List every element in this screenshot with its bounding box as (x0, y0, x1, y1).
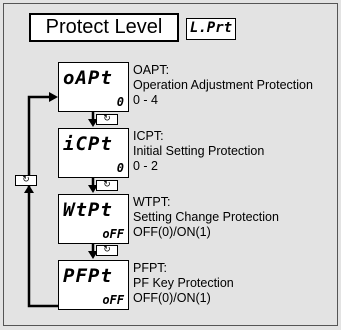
param-description-pfpt: PFPT: PF Key Protection OFF(0)/ON(1) (133, 261, 234, 306)
param-display-wtpt: WtPt oFF (58, 194, 129, 244)
param-name: Setting Change Protection (133, 210, 279, 224)
param-value: oFF (102, 227, 124, 241)
param-abbr: WTPT: (133, 195, 171, 209)
param-code: iCPt (63, 133, 113, 155)
mode-key-icon: ↻ (96, 180, 118, 191)
param-range: 0 - 4 (133, 93, 159, 107)
step-arrowhead-3 (88, 251, 98, 259)
param-code: WtPt (63, 199, 113, 221)
param-name: Initial Setting Protection (133, 144, 265, 158)
param-range: OFF(0)/ON(1) (133, 291, 211, 305)
param-description-oapt: OAPT: Operation Adjustment Protection 0 … (133, 63, 313, 108)
page-title: Protect Level (29, 13, 179, 42)
param-value: 0 (116, 161, 124, 175)
title-code-badge: L.Prt (186, 18, 236, 40)
param-abbr: OAPT: (133, 63, 170, 77)
param-abbr: ICPT: (133, 129, 164, 143)
mode-key-icon: ↻ (96, 114, 118, 125)
param-value: oFF (102, 293, 124, 307)
mode-key-icon: ↻ (15, 175, 37, 186)
param-display-icpt: iCPt 0 (58, 128, 129, 178)
param-display-oapt: oAPt 0 (58, 62, 129, 112)
param-name: PF Key Protection (133, 276, 234, 290)
mode-key-icon: ↻ (96, 245, 118, 256)
param-display-pfpt: PFPt oFF (58, 260, 129, 310)
loop-arrowhead (49, 92, 58, 102)
param-value: 0 (116, 95, 124, 109)
param-range: OFF(0)/ON(1) (133, 225, 211, 239)
param-range: 0 - 2 (133, 159, 159, 173)
step-arrowhead-1 (88, 119, 98, 127)
param-code: oAPt (63, 67, 113, 89)
param-name: Operation Adjustment Protection (133, 78, 313, 92)
param-description-wtpt: WTPT: Setting Change Protection OFF(0)/O… (133, 195, 279, 240)
param-abbr: PFPT: (133, 261, 168, 275)
param-description-icpt: ICPT: Initial Setting Protection 0 - 2 (133, 129, 264, 174)
param-code: PFPt (63, 265, 113, 287)
loop-up-arrowhead (24, 185, 34, 193)
step-arrowhead-2 (88, 185, 98, 193)
